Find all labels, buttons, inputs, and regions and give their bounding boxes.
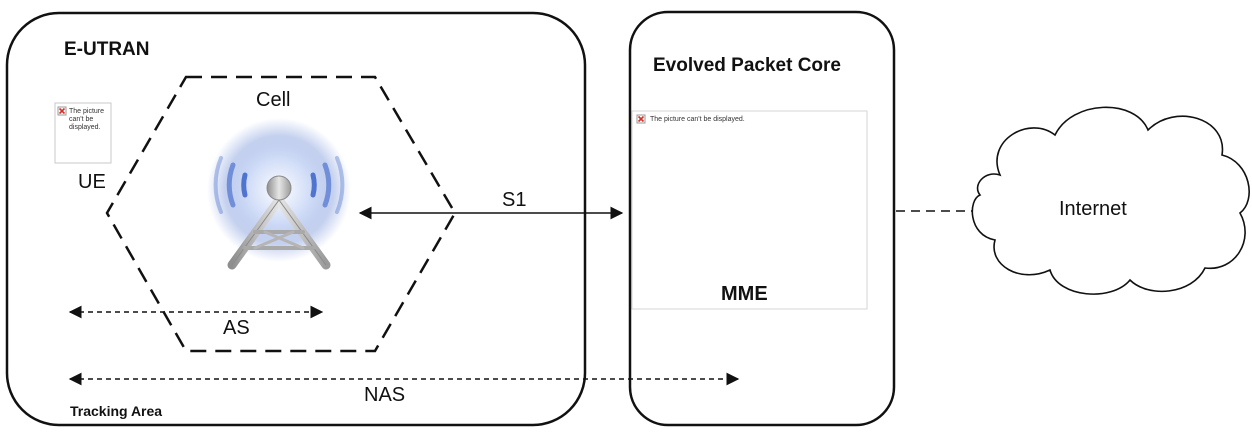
epc-box — [628, 10, 896, 427]
broken-image-icon — [636, 114, 646, 124]
ue-placeholder-line-3: displayed. — [69, 124, 101, 131]
eutran-title: E-UTRAN — [64, 39, 150, 60]
tracking-area-label: Tracking Area — [70, 403, 162, 419]
nas-label: NAS — [364, 384, 405, 406]
cell-hexagon — [105, 75, 457, 353]
ue-placeholder-line-2: can't be — [69, 116, 93, 123]
mme-label: MME — [721, 283, 768, 305]
s1-label: S1 — [502, 189, 526, 211]
epc-title: Evolved Packet Core — [653, 55, 841, 76]
mme-placeholder-text: The picture can't be displayed. — [650, 116, 745, 123]
ue-label: UE — [78, 171, 106, 193]
as-label: AS — [223, 317, 250, 339]
ue-placeholder-line-1: The picture — [69, 108, 104, 115]
ue-image-placeholder: The picture can't be displayed. — [54, 102, 112, 164]
cloud-icon — [971, 106, 1250, 295]
broken-image-icon — [57, 106, 67, 116]
internet-label: Internet — [1059, 198, 1127, 220]
cell-label: Cell — [256, 89, 290, 111]
mme-image-placeholder: The picture can't be displayed. — [631, 110, 868, 310]
radio-tower-icon — [207, 118, 351, 270]
